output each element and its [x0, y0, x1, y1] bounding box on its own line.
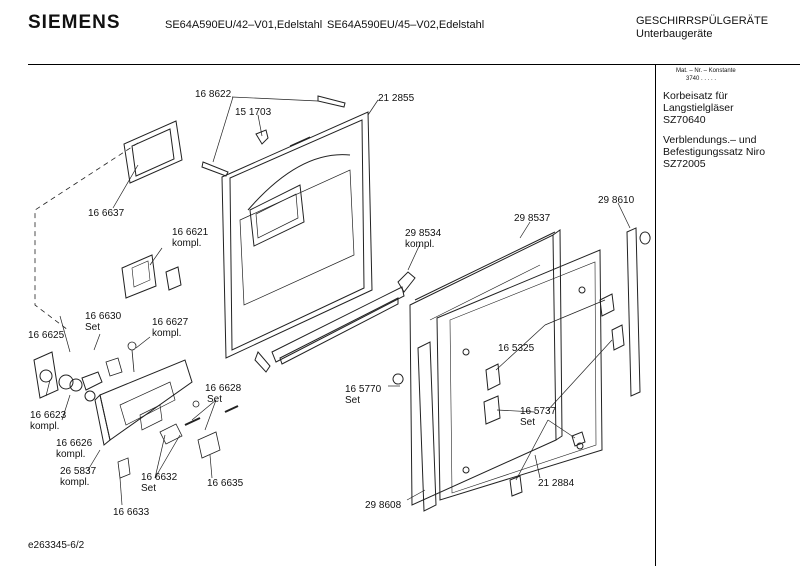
dashed-bracket — [34, 142, 139, 331]
material-number-value: 3740 . . . . . — [686, 76, 717, 82]
part-note: Set — [520, 417, 536, 428]
part-label-166633: 16 6633 — [113, 507, 150, 518]
part-note: kompl. — [405, 239, 435, 250]
part-number: 26 5837 — [60, 466, 97, 477]
category-line-2: Unterbaugeräte — [636, 28, 713, 40]
part-label-298610: 29 8610 — [598, 195, 635, 206]
accessory-note-2-line3: SZ72005 — [663, 158, 706, 170]
part-label-166625: 16 6625 — [28, 330, 65, 341]
accessory-note-1-line3: SZ70640 — [663, 114, 706, 126]
part-note: kompl. — [56, 449, 86, 460]
part-note: Set — [141, 483, 157, 494]
part-number: 16 6628 — [205, 383, 242, 394]
part-number: 16 6630 — [85, 311, 122, 322]
knob-assembly — [33, 351, 103, 402]
part-note: Set — [85, 322, 101, 333]
category-line-1: GESCHIRRSPÜLGERÄTE — [636, 15, 769, 27]
accessory-note-2: Verblendungs.– und Befestigungssatz Niro… — [663, 134, 765, 170]
part-label-165770: 16 5770 Set — [345, 384, 381, 406]
inner-door-panel — [221, 111, 373, 359]
brackets — [392, 293, 625, 497]
material-number-box: Mat. – Nr. – Konstante 3740 . . . . . — [676, 67, 736, 83]
seal-frame — [123, 120, 183, 184]
part-note: kompl. — [152, 328, 182, 339]
part-number: 16 5770 — [345, 384, 382, 395]
front-panel-298537 — [409, 229, 563, 506]
brand-logo: SIEMENS — [28, 12, 121, 33]
category-title: GESCHIRRSPÜLGERÄTE Unterbaugeräte — [636, 15, 768, 41]
part-label-166626: 16 6626 kompl. — [56, 438, 92, 460]
part-note: kompl. — [60, 477, 90, 488]
part-number: 16 6632 — [141, 472, 178, 483]
part-label-298537: 29 8537 — [514, 213, 551, 224]
screws — [201, 95, 346, 177]
accessory-note-2-line1: Verblendungs.– und — [663, 134, 757, 146]
model-number-2: SE64A590EU/45–V02,Edelstahl — [327, 19, 485, 31]
part-number: 16 5737 — [520, 406, 557, 417]
material-number-header: Mat. – Nr. – Konstante — [676, 68, 736, 74]
trim-panel-212884 — [436, 249, 603, 501]
part-note: kompl. — [172, 238, 202, 249]
side-strip-298610 — [626, 227, 651, 397]
part-note: Set — [345, 395, 361, 406]
part-note: kompl. — [30, 421, 60, 432]
part-number: 16 6626 — [56, 438, 93, 449]
accessory-note-2-line2: Befestigungssatz Niro — [663, 146, 766, 158]
part-label-166627: 16 6627 kompl. — [152, 317, 188, 339]
dispenser-cover — [121, 254, 182, 299]
leader-lines — [45, 96, 631, 506]
part-note: Set — [207, 394, 223, 405]
part-number: 16 6623 — [30, 410, 67, 421]
part-label-166621: 16 6621 kompl. — [172, 227, 208, 249]
part-label-151703: 15 1703 — [235, 107, 272, 118]
accessory-note-1: Korbeisatz für Langstielgläser SZ70640 — [663, 90, 734, 126]
bottom-rail — [254, 286, 405, 373]
drawing-code: e263345-6/2 — [28, 540, 85, 551]
part-label-298534: 29 8534 kompl. — [405, 228, 441, 250]
part-label-166632: 16 6632 Set — [141, 472, 177, 494]
part-label-265837: 26 5837 kompl. — [60, 466, 96, 488]
part-label-165325: 16 5325 — [498, 343, 535, 354]
part-label-166637: 16 6637 — [88, 208, 125, 219]
part-label-165737: 16 5737 Set — [520, 406, 556, 428]
part-number: 16 6627 — [152, 317, 189, 328]
side-strip-298608 — [417, 341, 437, 512]
part-label-166630: 16 6630 Set — [85, 311, 121, 333]
detergent-dispenser — [94, 359, 193, 446]
part-label-168622: 16 8622 — [195, 89, 232, 100]
accessory-note-1-line2: Langstielgläser — [663, 102, 734, 114]
model-number-1: SE64A590EU/42–V01,Edelstahl — [165, 19, 323, 31]
part-label-166628: 16 6628 Set — [205, 383, 241, 405]
part-label-298608: 29 8608 — [365, 500, 402, 511]
clip-298534 — [397, 271, 416, 293]
header-divider — [28, 64, 800, 65]
part-label-166623: 16 6623 kompl. — [30, 410, 66, 432]
accessory-note-1-line1: Korbeisatz für — [663, 90, 728, 102]
part-label-212884: 21 2884 — [538, 478, 575, 489]
part-number: 16 6621 — [172, 227, 209, 238]
part-label-212855: 21 2855 — [378, 93, 415, 104]
part-number: 29 8534 — [405, 228, 442, 239]
sidebar-divider — [655, 64, 656, 566]
part-label-166635: 16 6635 — [207, 478, 244, 489]
small-parts — [105, 341, 239, 479]
